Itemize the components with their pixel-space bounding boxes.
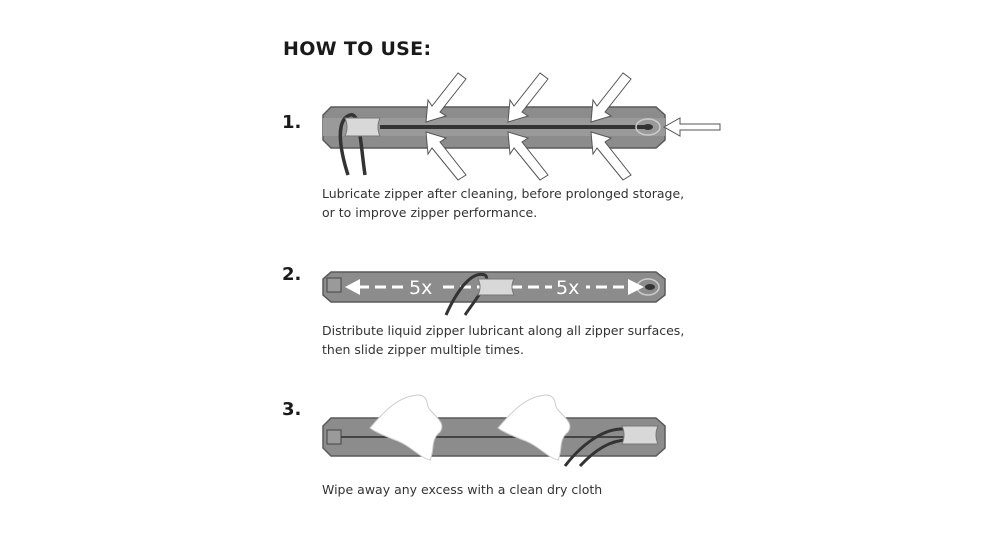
- caption-line: or to improve zipper performance.: [322, 205, 538, 220]
- cloth-icon: [497, 394, 571, 461]
- repeat-label-right: 5x: [556, 277, 579, 299]
- caption-line: then slide zipper multiple times.: [322, 342, 524, 357]
- zipper-pull-cord: [338, 113, 367, 176]
- step-1-number: 1.: [282, 112, 302, 133]
- repeat-label-left: 5x: [409, 277, 432, 299]
- step-2-illustration: 5x 5x: [322, 271, 666, 316]
- step-3-number: 3.: [282, 399, 302, 420]
- step-3-caption: Wipe away any excess with a clean dry cl…: [322, 480, 602, 499]
- lubricant-arrows-icon: [425, 72, 721, 181]
- step-3-illustration: [322, 394, 666, 468]
- step-1-caption: Lubricate zipper after cleaning, before …: [322, 184, 684, 222]
- zipper-slider-icon: [344, 117, 381, 137]
- step-1-illustration: [322, 72, 721, 181]
- step-2-caption: Distribute liquid zipper lubricant along…: [322, 321, 684, 359]
- caption-line: Wipe away any excess with a clean dry cl…: [322, 482, 603, 497]
- zipper-pull-cord: [444, 272, 489, 316]
- caption-line: Distribute liquid zipper lubricant along…: [322, 323, 685, 338]
- caption-line: Lubricate zipper after cleaning, before …: [322, 186, 685, 201]
- zipper-slider-icon: [477, 278, 515, 296]
- cloth-icon: [369, 394, 443, 461]
- zipper-slider-icon: [621, 425, 659, 445]
- page-title: HOW TO USE:: [283, 38, 432, 60]
- step-2-number: 2.: [282, 264, 302, 285]
